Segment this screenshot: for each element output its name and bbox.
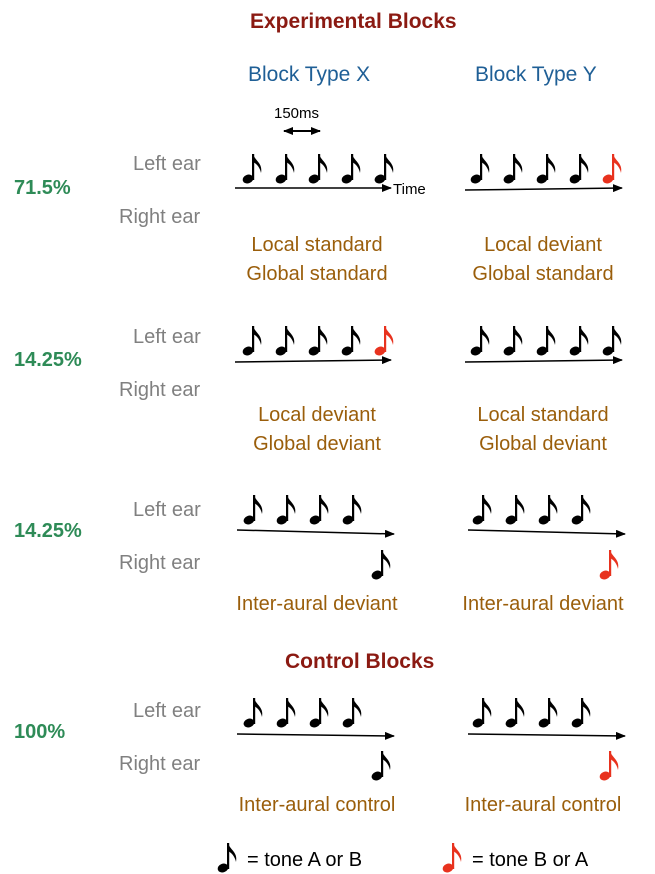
row1-right-ear-label: Right ear — [119, 206, 201, 228]
time-axis-label: Time — [393, 181, 426, 198]
row4-y-left-note-2 — [505, 698, 525, 728]
legend-black-text: = tone A or B — [247, 849, 363, 871]
row2-y-note-4 — [569, 326, 589, 356]
row1-x-note-3 — [308, 154, 328, 184]
row4-x-left-note-3 — [309, 698, 329, 728]
row4-x-label: Inter-aural control — [238, 794, 396, 816]
row4-y-timeline-arrow — [467, 731, 626, 740]
row4-x-timeline-arrow — [236, 731, 395, 740]
row1-y-label-line1: Local deviant — [484, 234, 602, 256]
row3-y-right-note — [599, 550, 619, 580]
row1-y-timeline-arrow — [464, 184, 623, 193]
row1-y-note-1 — [470, 154, 490, 184]
row2-left-ear-label: Left ear — [133, 326, 201, 348]
row2-y-note-5 — [602, 326, 622, 356]
row3-y-left-note-1 — [472, 495, 492, 525]
row2-x-label-line2: Global deviant — [253, 433, 381, 455]
row4-x-left-note-2 — [276, 698, 296, 728]
row3-left-ear-label: Left ear — [133, 499, 201, 521]
block-type-y-heading: Block Type Y — [475, 63, 597, 86]
row2-y-note-2 — [503, 326, 523, 356]
row1-y-note-5 — [602, 154, 622, 184]
row4-percentage: 100% — [14, 721, 66, 743]
legend-black-note-icon — [217, 843, 237, 873]
row3-x-left-note-1 — [243, 495, 263, 525]
row1-percentage: 71.5% — [14, 177, 71, 199]
row2-y-note-3 — [536, 326, 556, 356]
row2-x-timeline-arrow — [234, 356, 392, 365]
row4-y-left-note-3 — [538, 698, 558, 728]
row3-x-left-note-2 — [276, 495, 296, 525]
row4-y-label: Inter-aural control — [464, 794, 622, 816]
row1-x-note-2 — [275, 154, 295, 184]
row2-x-note-4 — [341, 326, 361, 356]
row2-y-note-1 — [470, 326, 490, 356]
row3-y-left-note-3 — [538, 495, 558, 525]
row2-x-note-1 — [242, 326, 262, 356]
row1-x-note-1 — [242, 154, 262, 184]
row1-y-note-3 — [536, 154, 556, 184]
row2-x-note-3 — [308, 326, 328, 356]
row3-x-timeline-arrow — [236, 529, 395, 538]
row2-x-note-5 — [374, 326, 394, 356]
row1-y-note-4 — [569, 154, 589, 184]
interval-label: 150ms — [274, 105, 320, 122]
row2-right-ear-label: Right ear — [119, 379, 201, 401]
row3-right-ear-label: Right ear — [119, 552, 201, 574]
row1-x-note-5 — [374, 154, 394, 184]
row3-x-right-note — [371, 550, 391, 580]
row2-y-label-line1: Local standard — [477, 404, 609, 426]
row1-x-label-line2: Global standard — [246, 263, 388, 285]
row1-x-note-4 — [341, 154, 361, 184]
row4-x-left-note-4 — [342, 698, 362, 728]
control-blocks-title: Control Blocks — [285, 650, 435, 673]
row3-y-left-note-4 — [571, 495, 591, 525]
row4-x-left-note-1 — [243, 698, 263, 728]
row3-x-label: Inter-aural deviant — [236, 593, 398, 615]
row1-y-note-2 — [503, 154, 523, 184]
experimental-blocks-title: Experimental Blocks — [250, 10, 457, 33]
row2-x-label-line1: Local deviant — [258, 404, 376, 426]
row1-x-label-line1: Local standard — [251, 234, 383, 256]
legend-red-note-icon — [442, 843, 462, 873]
row2-y-timeline-arrow — [464, 356, 623, 365]
row3-y-timeline-arrow — [467, 529, 626, 538]
row4-left-ear-label: Left ear — [133, 700, 201, 722]
row4-y-left-note-4 — [571, 698, 591, 728]
row4-y-left-note-1 — [472, 698, 492, 728]
legend-red-text: = tone B or A — [472, 849, 589, 871]
row3-x-left-note-4 — [342, 495, 362, 525]
row3-percentage: 14.25% — [14, 520, 82, 542]
row4-x-right-note — [371, 751, 391, 781]
row4-y-right-note — [599, 751, 619, 781]
row2-x-note-2 — [275, 326, 295, 356]
row4-right-ear-label: Right ear — [119, 753, 201, 775]
row3-y-left-note-2 — [505, 495, 525, 525]
row3-x-left-note-3 — [309, 495, 329, 525]
row1-left-ear-label: Left ear — [133, 153, 201, 175]
row2-y-label-line2: Global deviant — [479, 433, 607, 455]
row2-percentage: 14.25% — [14, 349, 82, 371]
row1-y-label-line2: Global standard — [472, 263, 614, 285]
row3-y-label: Inter-aural deviant — [462, 593, 624, 615]
block-type-x-heading: Block Type X — [248, 63, 371, 86]
